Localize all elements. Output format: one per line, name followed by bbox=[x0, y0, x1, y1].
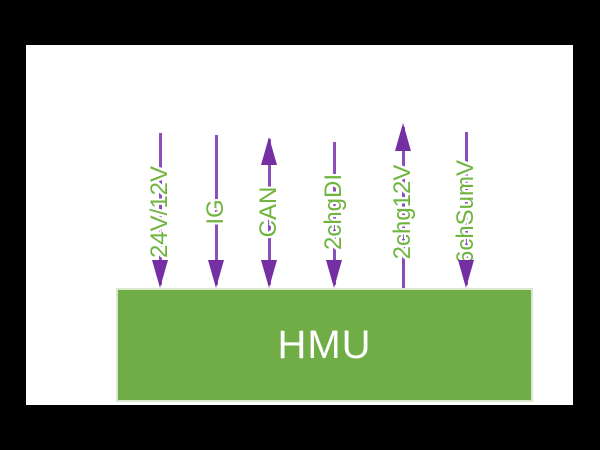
arrow-label-24v-12v: 24V/12V bbox=[146, 165, 173, 259]
arrow-line bbox=[267, 139, 271, 285]
arrowhead-down-icon bbox=[208, 260, 224, 288]
arrow-label-ig: IG bbox=[202, 199, 229, 225]
arrow-label-can: CAN bbox=[255, 186, 282, 238]
arrowhead-down-icon bbox=[326, 260, 342, 288]
arrow-label-6chsumv: 6chSumV bbox=[452, 159, 479, 265]
arrow-line bbox=[158, 133, 162, 285]
arrow-line bbox=[332, 142, 336, 285]
arrowhead-down-icon bbox=[458, 260, 474, 288]
hmu-box: HMU bbox=[116, 288, 533, 402]
hmu-box-label: HMU bbox=[277, 322, 372, 367]
arrowhead-up-icon bbox=[261, 137, 277, 165]
arrowhead-down-icon bbox=[152, 260, 168, 288]
arrow-line bbox=[214, 135, 218, 285]
arrow-line bbox=[464, 132, 468, 285]
arrow-line bbox=[401, 127, 405, 288]
arrowhead-down-icon bbox=[261, 260, 277, 288]
arrow-label-2chgdi: 2chgDI bbox=[320, 173, 347, 251]
diagram-canvas: 24V/12V IG CAN 2chgDI 2chg12V 6chSumV bbox=[26, 45, 573, 405]
arrow-label-2chg12v: 2chg12V bbox=[389, 164, 416, 260]
arrowhead-up-icon bbox=[395, 123, 411, 151]
